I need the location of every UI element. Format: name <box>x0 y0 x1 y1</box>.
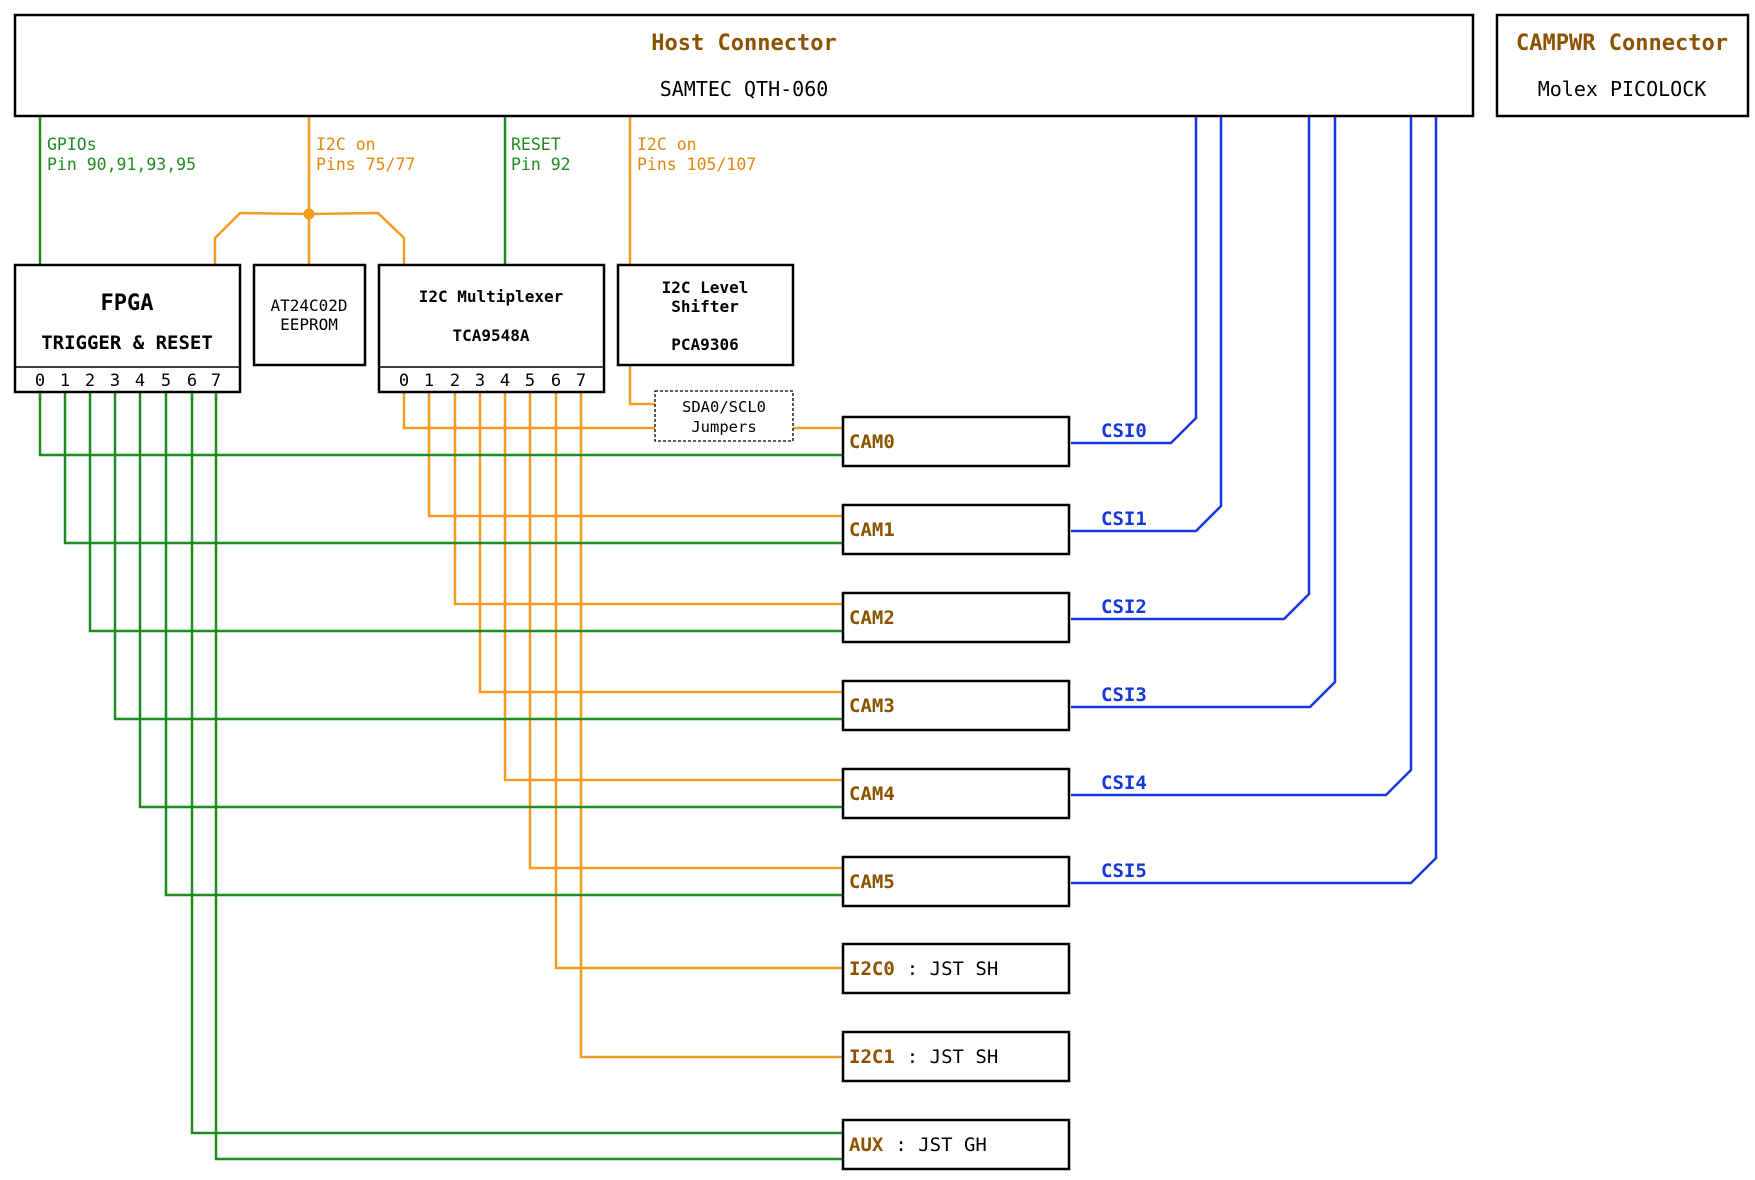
csi-label: CSI2 <box>1101 596 1147 618</box>
shifter-line1: I2C Level <box>662 278 749 297</box>
camera-cam5: CAM5 <box>841 855 1071 908</box>
camera-cam4: CAM4 <box>841 767 1071 820</box>
mux-part: TCA9548A <box>452 326 529 345</box>
eeprom-block: AT24C02D EEPROM <box>252 263 367 367</box>
jumpers-line2: Jumpers <box>691 418 756 436</box>
fpga-pin-4: 4 <box>135 371 145 391</box>
gpio-label-line2: Pin 90,91,93,95 <box>47 155 196 174</box>
i2c-105-label-line1: I2C on <box>637 135 697 154</box>
mux-pin-6: 6 <box>551 371 561 391</box>
fpga-pin-3: 3 <box>110 371 120 391</box>
fpga-pin-5: 5 <box>161 371 171 391</box>
mux-pin-5: 5 <box>525 371 535 391</box>
fpga-pin-0: 0 <box>35 371 45 391</box>
cam-label: CAM2 <box>849 607 895 629</box>
mux-pin-row: 0 1 2 3 4 5 6 7 <box>399 371 586 391</box>
camera-cam1: CAM1 <box>841 503 1071 556</box>
i2c-75-label-line1: I2C on <box>316 135 376 154</box>
campwr-connector: CAMPWR Connector Molex PICOLOCK <box>1495 13 1750 118</box>
cam-label: CAM4 <box>849 783 895 805</box>
port-label: AUX: JST GH <box>849 1134 987 1156</box>
i2c-105-label-line2: Pins 105/107 <box>637 155 756 174</box>
host-connector-title: Host Connector <box>651 31 836 56</box>
fpga-channel-wires <box>38 392 843 1161</box>
eeprom-line1: AT24C02D <box>270 296 347 315</box>
cam-label: CAM3 <box>849 695 895 717</box>
reset-label-line1: RESET <box>511 135 561 154</box>
sda0-scl0-jumpers: SDA0/SCL0 Jumpers <box>654 390 794 442</box>
gpio-label-line1: GPIOs <box>47 135 97 154</box>
shifter-part: PCA9306 <box>671 335 738 354</box>
mux-title: I2C Multiplexer <box>419 287 564 306</box>
csi-label: CSI1 <box>1101 508 1147 530</box>
host-connector-part: SAMTEC QTH-060 <box>660 77 829 101</box>
i2c-bus-75-77 <box>213 116 406 265</box>
i2c-75-label-line2: Pins 75/77 <box>316 155 415 174</box>
mux-pin-7: 7 <box>576 371 586 391</box>
reset-label-line2: Pin 92 <box>511 155 571 174</box>
port-i2c1: I2C1: JST SH <box>841 1030 1071 1083</box>
fpga-title: FPGA <box>101 291 154 316</box>
csi-label: CSI0 <box>1101 420 1147 442</box>
fpga-pin-1: 1 <box>60 371 70 391</box>
csi-label: CSI3 <box>1101 684 1147 706</box>
camera-cam3: CAM3 <box>841 679 1071 732</box>
campwr-connector-title: CAMPWR Connector <box>1516 31 1728 56</box>
port-aux: AUX: JST GH <box>841 1118 1071 1171</box>
host-connector: Host Connector SAMTEC QTH-060 <box>13 13 1475 118</box>
fpga-pin-2: 2 <box>85 371 95 391</box>
port-i2c0: I2C0: JST SH <box>841 942 1071 995</box>
fpga-pin-6: 6 <box>187 371 197 391</box>
cam-label: CAM0 <box>849 431 895 453</box>
jumpers-line1: SDA0/SCL0 <box>682 398 766 416</box>
mux-channel-wires <box>402 392 843 1059</box>
mux-pin-3: 3 <box>475 371 485 391</box>
eeprom-line2: EEPROM <box>280 315 338 334</box>
level-shifter-block: I2C Level Shifter PCA9306 <box>616 263 795 367</box>
cam-label: CAM5 <box>849 871 895 893</box>
port-label: I2C1: JST SH <box>849 1046 998 1068</box>
fpga-pin-7: 7 <box>211 371 221 391</box>
csi-label: CSI5 <box>1101 860 1147 882</box>
fpga-subtitle: TRIGGER & RESET <box>41 332 213 354</box>
shifter-line2: Shifter <box>671 297 738 316</box>
cam-label: CAM1 <box>849 519 895 541</box>
fpga-pin-row: 0 1 2 3 4 5 6 7 <box>35 371 221 391</box>
campwr-connector-part: Molex PICOLOCK <box>1538 77 1707 101</box>
i2c-multiplexer-block: I2C Multiplexer TCA9548A 0 1 2 3 4 5 6 7 <box>377 263 606 394</box>
mux-pin-2: 2 <box>450 371 460 391</box>
fpga-block: FPGA TRIGGER & RESET 0 1 2 3 4 5 6 7 <box>13 263 242 394</box>
camera-cam0: CAM0 <box>841 415 1071 468</box>
mux-pin-4: 4 <box>500 371 510 391</box>
i2c-junction-dot <box>303 208 315 220</box>
shifter-to-jumpers-wire <box>628 365 655 406</box>
mux-pin-0: 0 <box>399 371 409 391</box>
mux-pin-1: 1 <box>424 371 434 391</box>
port-label: I2C0: JST SH <box>849 958 998 980</box>
csi-wires <box>1071 116 1438 885</box>
camera-cam2: CAM2 <box>841 591 1071 644</box>
csi-label: CSI4 <box>1101 772 1147 794</box>
